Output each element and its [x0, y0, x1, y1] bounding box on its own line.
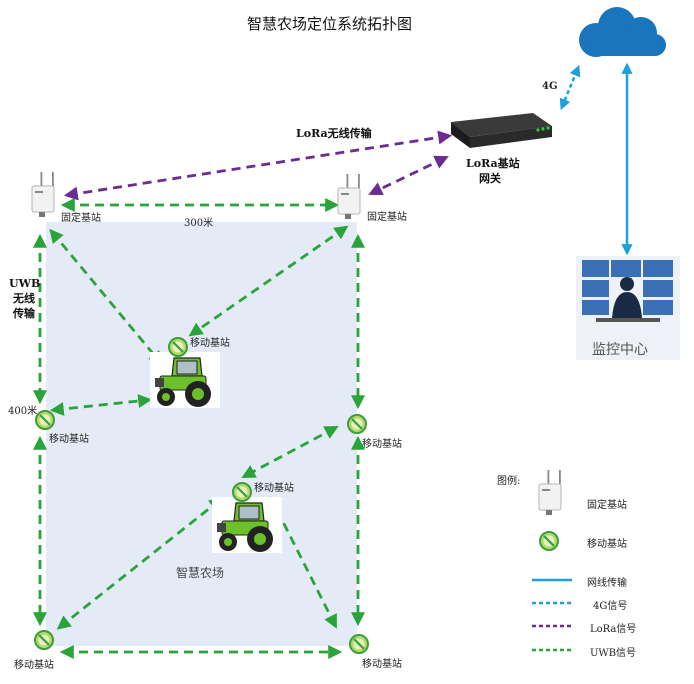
legend-mobile-icon: [538, 530, 560, 552]
fixed-base-station-right: [337, 173, 361, 220]
uwb-label-line2: 无线: [13, 292, 35, 305]
label-4g: 4G: [542, 81, 558, 92]
legend-4g-label: 4G信号: [593, 601, 628, 612]
mobile-station-label-tractor1: 移动基站: [190, 338, 230, 349]
lora-gateway-to-left-station: [63, 130, 453, 201]
link-4g: [559, 64, 581, 111]
farm-field: [46, 222, 357, 646]
uwb-label-line1: UWB: [9, 277, 41, 290]
legend-title: 图例:: [497, 476, 521, 487]
uwb-br-to-tractor2: [270, 496, 337, 629]
gateway-label-line1: LoRa基站: [466, 157, 520, 170]
mobile-station-label-tractor2: 移动基站: [254, 483, 294, 494]
legend-mobile-label: 移动基站: [587, 539, 627, 550]
uwb-right-to-tractor2: [241, 426, 339, 478]
fixed-station-label-right: 固定基站: [367, 212, 407, 223]
mobile-base-station-tractor2: [231, 481, 253, 503]
uwb-label-line3: 传输: [13, 307, 35, 320]
diagram-title: 智慧农场定位系统拓扑图: [247, 15, 413, 33]
uwb-links: [33, 198, 365, 659]
mobile-station-label-bottom-right: 移动基站: [362, 659, 402, 670]
lora-links: [63, 130, 453, 201]
legend-fixed-icon: [538, 469, 562, 516]
legend-uwb-label: UWB信号: [590, 648, 637, 659]
legend-wired-label: 网线传输: [587, 578, 627, 589]
mobile-base-station-tractor1: [167, 336, 189, 358]
fixed-station-label-left: 固定基站: [61, 213, 101, 224]
cloud-icon: [579, 7, 666, 57]
uwb-bl-to-tractor2: [56, 497, 224, 630]
legend-fixed-label: 固定基站: [587, 500, 627, 511]
height-label: 400米: [8, 406, 38, 417]
fixed-base-station-left: [31, 171, 55, 218]
uwb-left-to-tractor1: [49, 394, 153, 416]
tractor-1: [149, 351, 221, 409]
monitor-center-icon: [576, 256, 680, 360]
uwb-wireless-label: UWB 无线 传输: [9, 276, 41, 321]
mobile-base-station-right: [346, 413, 368, 435]
uwb-tl-to-tractor1: [49, 228, 163, 366]
mobile-base-station-bottom-left: [33, 629, 55, 651]
lora-gateway-device: [451, 113, 552, 148]
lora-wireless-label: LoRa无线传输: [296, 127, 372, 140]
mobile-base-station-bottom-right: [348, 633, 370, 655]
tractor-2: [211, 496, 283, 554]
monitor-center-label: 监控中心: [592, 342, 648, 358]
lora-gateway-to-right-station: [368, 155, 449, 196]
legend-graphics: [532, 469, 572, 652]
farm-label: 智慧农场: [176, 566, 225, 580]
mobile-base-station-left: [34, 409, 56, 431]
mobile-station-label-left: 移动基站: [49, 434, 89, 445]
width-label: 300米: [184, 218, 214, 229]
mobile-station-label-right: 移动基站: [362, 439, 402, 450]
mobile-station-label-bottom-left: 移动基站: [14, 660, 54, 671]
legend-lora-label: LoRa信号: [590, 624, 637, 635]
uwb-tr-to-tractor1: [188, 225, 349, 337]
gateway-label-line2: 网关: [479, 172, 501, 185]
